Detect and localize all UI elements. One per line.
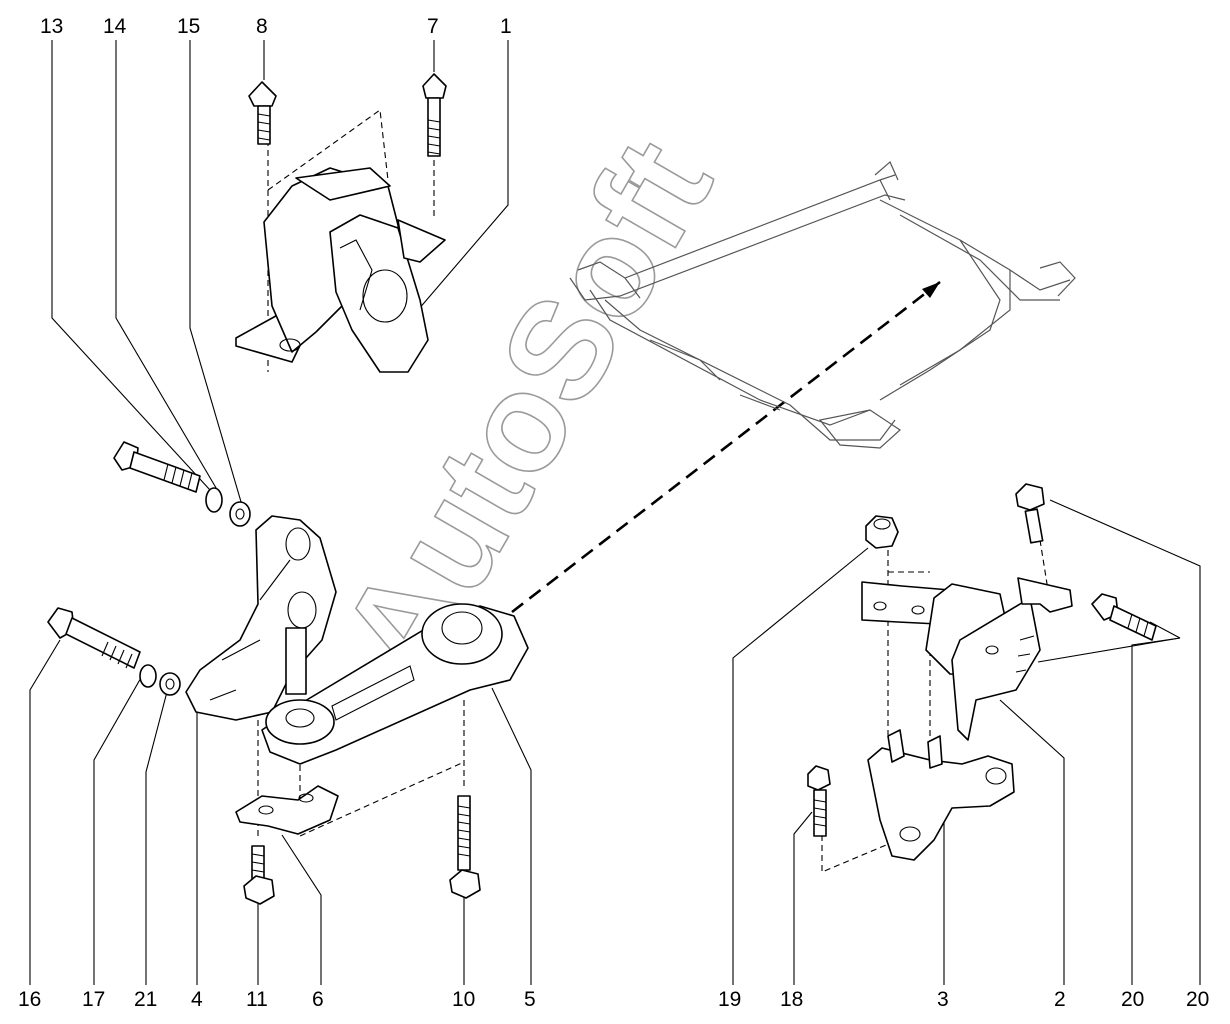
engine-mount-2 [861,577,1073,741]
bolt-13 [113,441,201,493]
bolt-18 [807,765,831,837]
plate-6 [235,785,339,835]
callout-11: 11 [246,988,268,1011]
front-subframe [569,161,1076,449]
washer-21 [159,672,181,696]
washer-15 [229,501,251,527]
bolt-16 [47,607,141,669]
callout-2: 2 [1054,988,1066,1011]
callout-20a: 20 [1121,988,1144,1011]
callout-8: 8 [256,15,268,38]
bolt-10 [449,795,481,899]
bolt-11 [243,845,275,905]
engine-mount-upper [235,167,446,373]
lower-bracket-3 [867,729,1015,861]
torque-link-5 [261,603,529,765]
callout-14: 14 [103,15,127,38]
callout-20b: 20 [1186,988,1209,1011]
bolt-20-lower [1091,593,1157,641]
callout-19: 19 [718,988,741,1011]
callout-13: 13 [40,15,63,38]
callout-18: 18 [780,988,803,1011]
bolt-8 [248,81,277,145]
callout-5: 5 [524,988,536,1011]
gearbox-bracket-4 [185,515,337,721]
callout-16: 16 [18,988,41,1011]
bolt-7 [422,73,447,157]
callout-17: 17 [82,988,105,1011]
callout-10: 10 [452,988,475,1011]
callout-3: 3 [937,988,949,1011]
callout-7: 7 [427,15,439,38]
callout-21: 21 [134,988,157,1011]
callout-15: 15 [177,15,200,38]
callout-6: 6 [312,988,324,1011]
callout-1: 1 [500,15,512,38]
bolt-20-upper [1015,483,1045,544]
nut-19 [865,515,899,549]
washer-17 [139,664,157,688]
callout-4: 4 [191,988,203,1011]
washer-14 [205,487,223,513]
